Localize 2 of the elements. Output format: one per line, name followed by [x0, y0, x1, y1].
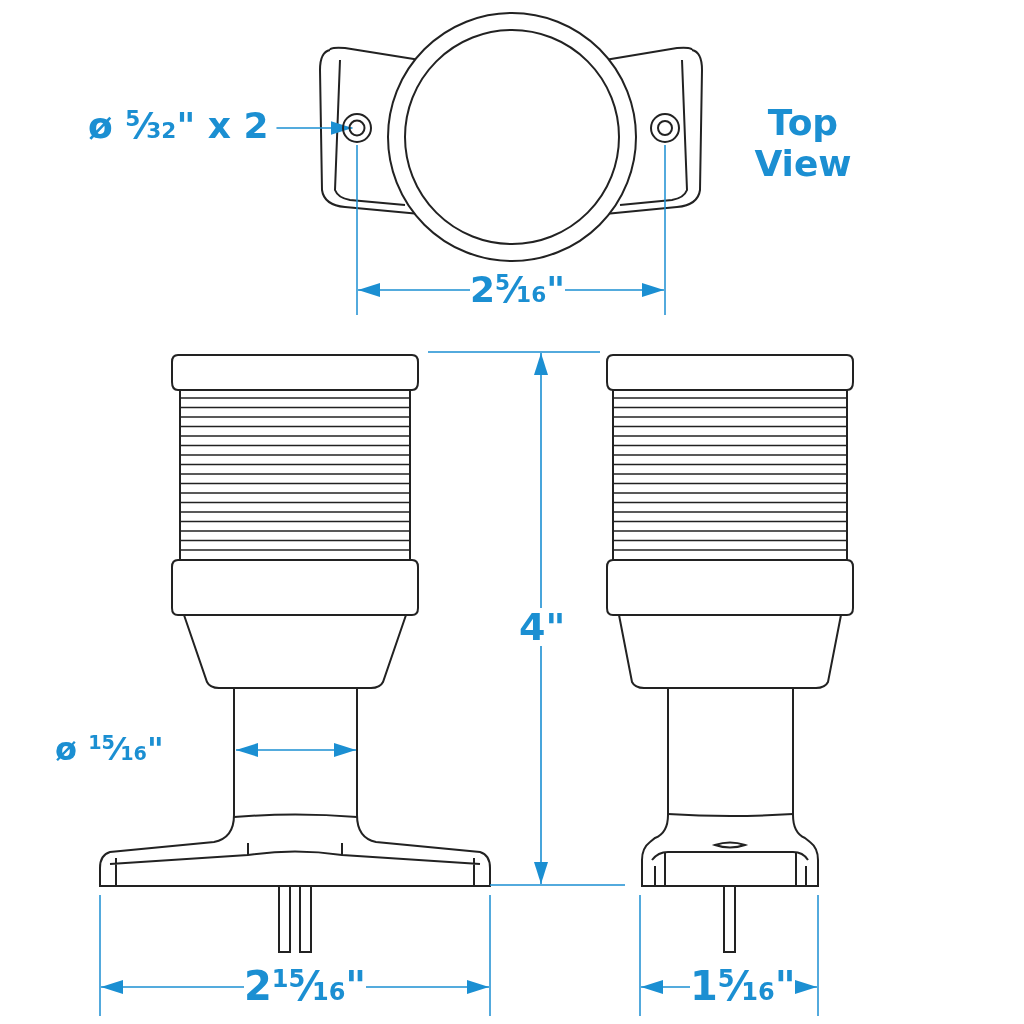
mounting-hole: [342, 113, 372, 143]
leader-line: [275, 121, 354, 135]
